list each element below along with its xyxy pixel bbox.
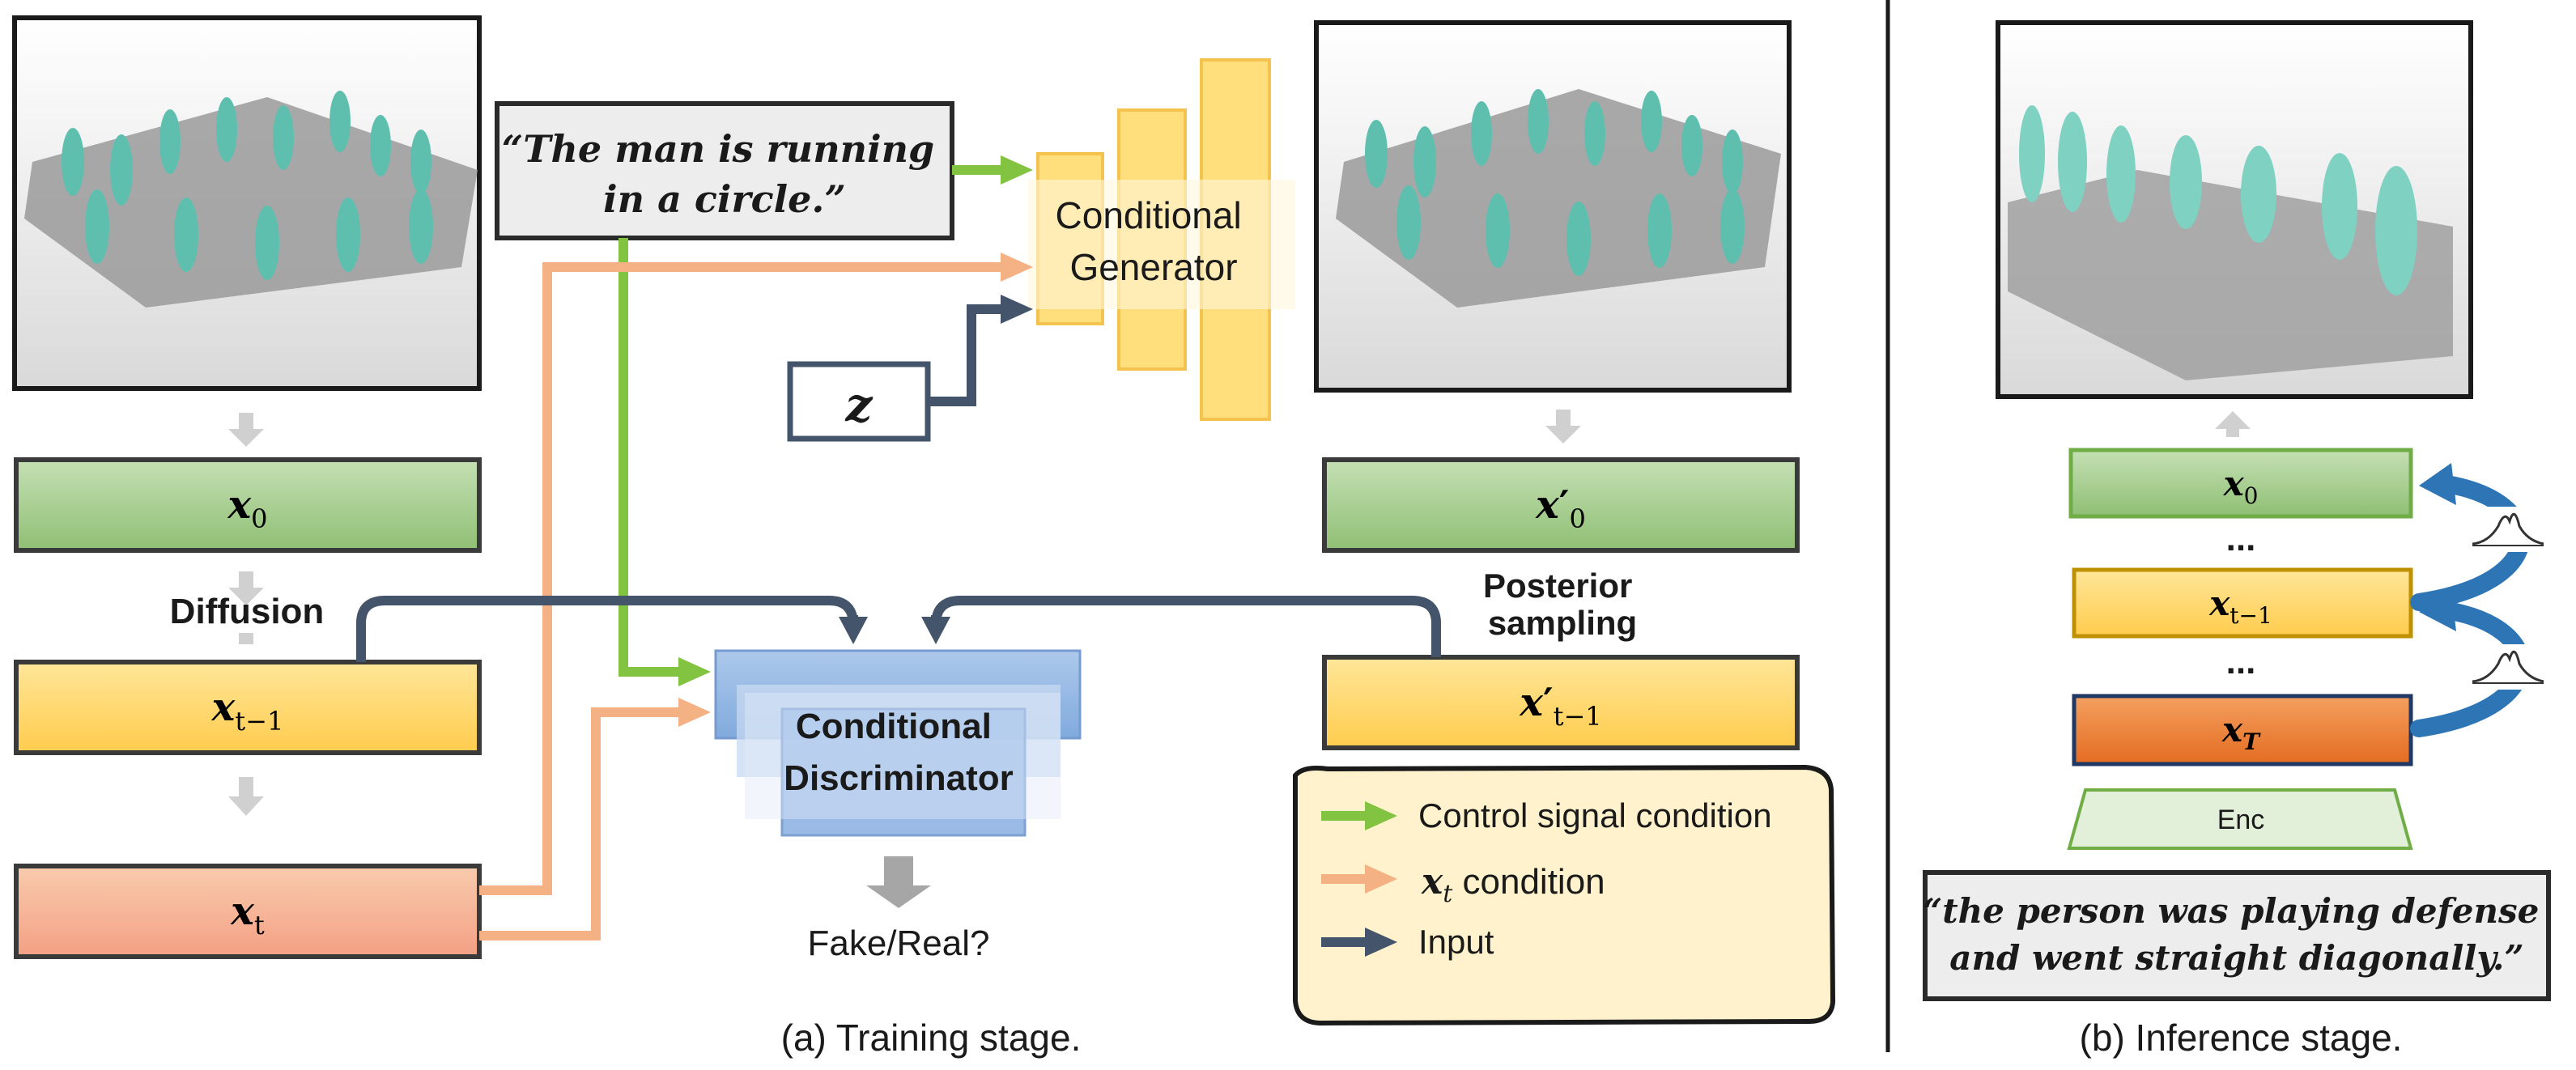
arrow-control-to-discriminator — [618, 238, 711, 686]
x0-base: x — [227, 482, 253, 528]
prompt-inference-line1: “the person was playing defense — [1923, 891, 2539, 931]
xt-base: x — [230, 889, 255, 934]
noise-z-box: z — [787, 361, 931, 442]
legend-input-label: Input — [1418, 923, 1494, 961]
posterior-label-line2: sampling — [1488, 604, 1637, 642]
enc-label: Enc — [2217, 805, 2265, 835]
generator-label-line2: Generator — [1069, 246, 1237, 288]
legend-xt-math: x — [1421, 861, 1443, 902]
svg-text:xT: xT — [2221, 710, 2261, 755]
motion-image-inference — [1996, 20, 2473, 399]
text-prompt-training: “The man is running in a circle.” — [495, 101, 954, 240]
xt1-base: x — [211, 685, 236, 730]
inf-x0-sub: 0 — [2244, 482, 2259, 509]
svg-text:Conditional Generator: Conditional Generator — [1056, 194, 1252, 288]
svg-text:xt condition: xt condition — [1421, 861, 1605, 908]
svg-text:xt−1: xt−1 — [211, 685, 284, 737]
xt1-sub: t−1 — [235, 706, 283, 737]
enc-block: Enc — [2067, 788, 2413, 850]
inf-xT-sub: T — [2242, 728, 2261, 755]
conditional-discriminator: Conditional Discriminator — [714, 649, 1082, 837]
discriminator-label-line1: Conditional — [796, 707, 992, 746]
legend-control-label: Control signal condition — [1418, 796, 1772, 834]
inf-xt1-box: xt−1 — [2072, 567, 2413, 639]
x0p-sub: 0 — [1569, 503, 1585, 534]
motion-image-generated — [1314, 20, 1792, 393]
svg-text:xt−1: xt−1 — [2208, 584, 2272, 629]
caption-inference: (b) Inference stage. — [2080, 1017, 2403, 1059]
inf-x0-base: x — [2223, 464, 2245, 503]
svg-text:xt: xt — [230, 889, 265, 940]
xt1p-prime: ′ — [1543, 680, 1554, 725]
xt1p-sub: t−1 — [1554, 701, 1602, 732]
svg-text:“The man is running in a: “The man is running in a circle.” — [502, 127, 947, 221]
x0-prime-box: x′0 — [1322, 457, 1800, 553]
legend: Control signal condition xt condition In… — [1293, 764, 1836, 1026]
down-arrow-4 — [228, 777, 264, 816]
inf-xT-box: xT — [2072, 694, 2413, 766]
xt-sub: t — [254, 910, 265, 940]
svg-text:“the person was playing defens: “the person was playing defense and went… — [1923, 891, 2551, 978]
text-prompt-inference: “the person was playing defense and went… — [1923, 870, 2551, 1001]
inf-dots-1: ... — [2226, 519, 2256, 558]
generator-label-line1: Conditional — [1056, 194, 1242, 236]
x0-box: x0 — [14, 457, 482, 553]
prompt-inference-line2: and went straight diagonally.” — [1949, 938, 2523, 978]
inf-xt1-base: x — [2208, 584, 2230, 623]
down-arrow-2 — [228, 571, 264, 605]
down-arrow-1 — [228, 413, 264, 447]
down-arrow-right — [1545, 410, 1581, 444]
x0-sub: 0 — [251, 503, 267, 534]
xt1-box: xt−1 — [14, 660, 482, 755]
output-arrow — [866, 856, 931, 908]
arrow-z-to-generator — [928, 295, 1033, 406]
discriminator-label-line2: Discriminator — [784, 758, 1014, 798]
svg-text:Posterior sampling: Posterior sampling — [1483, 567, 1642, 642]
caption-training: (a) Training stage. — [781, 1017, 1082, 1059]
prompt-training-line1: “The man is running — [502, 127, 934, 171]
inf-x0-box: x0 — [2068, 448, 2413, 519]
posterior-label-line1: Posterior — [1483, 567, 1632, 605]
conditional-generator: Conditional Generator — [1028, 58, 1295, 421]
legend-item-control: Control signal condition — [1321, 796, 1772, 834]
svg-text:Conditional Discriminato: Conditional Discriminator — [784, 707, 1014, 798]
inf-xt1-sub: t−1 — [2230, 602, 2272, 629]
noise-z-label: z — [845, 377, 874, 432]
diffusion-label: Diffusion — [170, 592, 325, 631]
inf-dots-2: ... — [2226, 642, 2256, 681]
xt1-prime-box: x′t−1 — [1322, 655, 1800, 750]
output-label: Fake/Real? — [807, 924, 989, 963]
x0p-base: x — [1535, 482, 1560, 528]
up-arrow-inference — [2215, 411, 2251, 437]
inf-xT-base: x — [2221, 710, 2243, 749]
down-arrow-3 — [239, 633, 253, 644]
arrow-control-to-generator — [952, 155, 1033, 185]
svg-text:x0: x0 — [227, 482, 268, 534]
motion-image-real — [12, 15, 482, 391]
arrow-xt1prime-to-discriminator — [921, 596, 1441, 657]
xt-box: xt — [14, 864, 482, 959]
arrow-xt1-to-discriminator — [356, 596, 868, 662]
legend-xt-sub: t — [1443, 880, 1453, 908]
legend-item-input: Input — [1321, 923, 1494, 961]
arrow-xt-to-discriminator — [479, 698, 711, 940]
svg-text:x′t−1: x′t−1 — [1519, 680, 1601, 732]
svg-text:x0: x0 — [2223, 464, 2259, 509]
distribution-icon-lower — [2469, 644, 2547, 690]
svg-text:x′0: x′0 — [1535, 482, 1586, 534]
legend-item-xt: xt condition — [1321, 861, 1605, 908]
xt1p-base: x — [1519, 680, 1544, 725]
arrow-xt-to-generator — [479, 253, 1033, 895]
legend-xt-label: condition — [1452, 862, 1605, 902]
prompt-training-line2: in a circle.” — [603, 177, 846, 221]
x0p-prime: ′ — [1559, 482, 1570, 528]
distribution-icon-upper — [2469, 507, 2547, 552]
